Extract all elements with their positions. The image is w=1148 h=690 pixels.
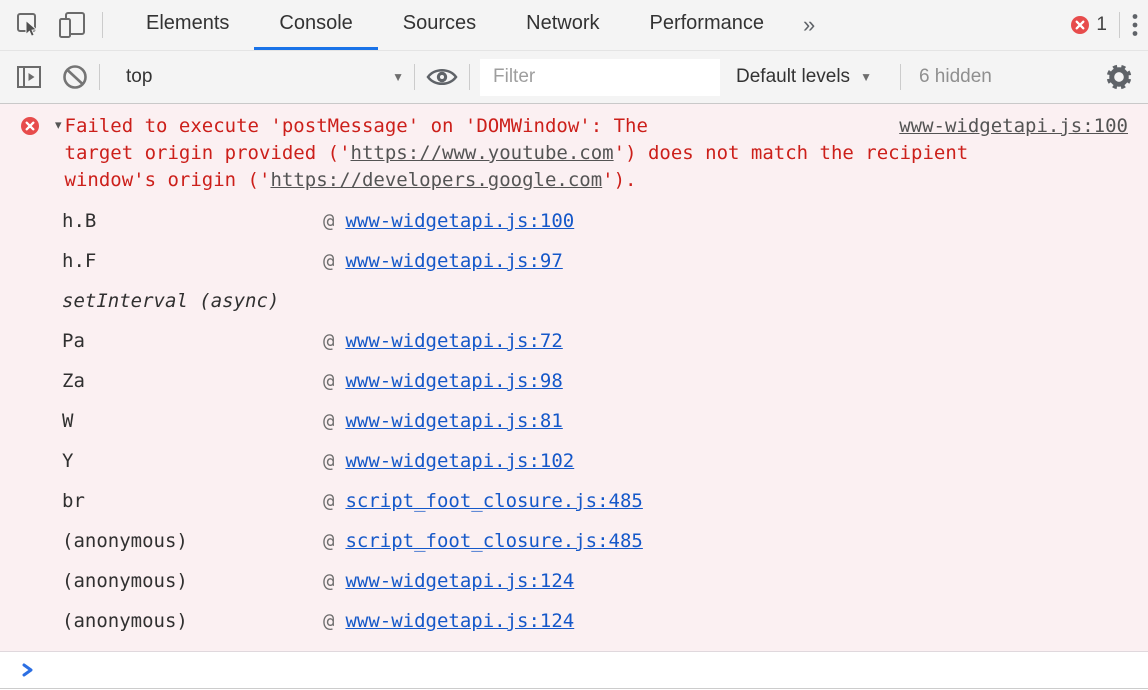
at-symbol: @ <box>323 490 335 512</box>
message-text: Failed to execute 'postMessage' on 'DOMW… <box>64 115 648 137</box>
stack-frame-function: setInterval (async) <box>62 290 280 312</box>
stack-frame: h.B @ www-widgetapi.js:100 <box>0 201 1148 241</box>
devtools-tab-bar: Elements Console Sources Network Perform… <box>0 0 1148 51</box>
url-link[interactable]: https://www.youtube.com <box>350 142 614 164</box>
levels-label: Default levels <box>736 66 851 87</box>
stack-frame-source-link[interactable]: www-widgetapi.js:124 <box>345 610 575 632</box>
tab-performance[interactable]: Performance <box>649 12 765 34</box>
error-count-badge[interactable]: 1 <box>1071 14 1107 36</box>
at-symbol: @ <box>323 370 335 392</box>
console-settings-gear-icon[interactable] <box>1104 62 1134 92</box>
stack-frame-function: h.B <box>62 210 97 232</box>
live-expression-eye-icon[interactable] <box>425 65 459 89</box>
error-source-link[interactable]: www-widgetapi.js:100 <box>899 115 1128 137</box>
chevron-down-icon: ▼ <box>392 70 404 84</box>
at-symbol: @ <box>323 450 335 472</box>
stack-frame-source-link[interactable]: www-widgetapi.js:102 <box>345 450 575 472</box>
stack-frame-source-link[interactable]: script_foot_closure.js:485 <box>345 530 643 552</box>
divider <box>469 64 470 90</box>
error-message-line: target origin provided ('https://www.you… <box>65 140 1128 167</box>
divider <box>99 64 100 90</box>
divider <box>102 12 103 38</box>
console-messages: ▾ Failed to execute 'postMessage' on 'DO… <box>0 104 1148 689</box>
stack-expander-icon[interactable]: ▾ <box>55 117 62 132</box>
error-circle-icon <box>1071 16 1090 34</box>
error-message: Failed to execute 'postMessage' on 'DOMW… <box>65 113 1128 194</box>
error-message-line: Failed to execute 'postMessage' on 'DOMW… <box>65 113 648 140</box>
stack-frame: (anonymous) @ www-widgetapi.js:124 <box>0 561 1148 601</box>
stack-frame-source-link[interactable]: www-widgetapi.js:97 <box>345 250 563 272</box>
message-text: ') does not match the recipient <box>613 142 969 164</box>
at-symbol: @ <box>323 250 335 272</box>
message-text: window's origin (' <box>64 169 271 191</box>
at-symbol: @ <box>323 610 335 632</box>
error-circle-icon <box>21 117 39 135</box>
at-symbol: @ <box>323 530 335 552</box>
divider <box>899 64 901 90</box>
at-symbol: @ <box>323 570 335 592</box>
tab-elements[interactable]: Elements <box>146 12 230 34</box>
clear-console-icon[interactable] <box>61 63 89 91</box>
log-levels-select[interactable]: Default levels ▼ <box>736 66 872 88</box>
divider <box>1119 12 1120 38</box>
kebab-menu-icon[interactable] <box>1132 13 1138 37</box>
tab-console[interactable]: Console <box>254 0 378 50</box>
message-text: '). <box>602 169 637 191</box>
at-symbol: @ <box>323 210 335 232</box>
stack-frame: (anonymous) @ www-widgetapi.js:124 <box>0 601 1148 641</box>
stack-frame-function: (anonymous) <box>62 530 188 552</box>
at-symbol: @ <box>323 330 335 352</box>
error-count-label: 1 <box>1096 14 1107 35</box>
javascript-context-select[interactable]: top ▼ <box>126 66 404 88</box>
prompt-chevron-icon <box>22 663 33 677</box>
stack-frame-function: (anonymous) <box>62 610 188 632</box>
stack-frame: W @ www-widgetapi.js:81 <box>0 401 1148 441</box>
stack-frame-source-link[interactable]: www-widgetapi.js:98 <box>345 370 563 392</box>
stack-frame: Pa @ www-widgetapi.js:72 <box>0 321 1148 361</box>
context-label: top <box>126 66 153 87</box>
at-symbol: @ <box>323 410 335 432</box>
stack-frame-source-link[interactable]: www-widgetapi.js:100 <box>345 210 575 232</box>
stack-frame: h.F @ www-widgetapi.js:97 <box>0 241 1148 281</box>
url-link[interactable]: https://developers.google.com <box>270 169 603 191</box>
stack-trace: h.B @ www-widgetapi.js:100 h.F @ www-widgetap… <box>0 194 1148 641</box>
stack-frame: Y @ www-widgetapi.js:102 <box>0 441 1148 481</box>
chevron-down-icon: ▼ <box>860 70 872 84</box>
error-message-group: ▾ Failed to execute 'postMessage' on 'DO… <box>0 104 1148 652</box>
error-message-line: window's origin ('https://developers.goo… <box>65 167 1128 194</box>
stack-frame-function: Za <box>62 370 85 392</box>
hidden-messages-label: 6 hidden <box>918 66 992 87</box>
stack-frame-source-link[interactable]: www-widgetapi.js:124 <box>345 570 575 592</box>
console-toolbar: top ▼ Default levels ▼ 6 hidden <box>0 51 1148 104</box>
console-prompt[interactable] <box>0 652 1148 689</box>
filter-input[interactable] <box>480 58 720 96</box>
stack-frame-source-link[interactable]: www-widgetapi.js:72 <box>345 330 563 352</box>
stack-frame: br @ script_foot_closure.js:485 <box>0 481 1148 521</box>
tab-sources[interactable]: Sources <box>402 12 477 34</box>
stack-frame-function: Pa <box>62 330 85 352</box>
stack-frame-function: W <box>62 410 74 432</box>
panel-tabs: Elements Console Sources Network Perform… <box>121 0 789 50</box>
console-sidebar-icon[interactable] <box>16 64 43 91</box>
stack-frame: Za @ www-widgetapi.js:98 <box>0 361 1148 401</box>
stack-frame-source-link[interactable]: www-widgetapi.js:81 <box>345 410 563 432</box>
stack-frame: setInterval (async) <box>0 281 1148 321</box>
stack-frame-function: (anonymous) <box>62 570 188 592</box>
inspect-element-icon[interactable] <box>16 12 42 39</box>
tab-network[interactable]: Network <box>526 12 600 34</box>
divider <box>414 64 415 90</box>
more-tabs-icon[interactable]: » <box>803 12 816 37</box>
stack-frame: (anonymous) @ script_foot_closure.js:485 <box>0 521 1148 561</box>
message-text: target origin provided (' <box>64 142 351 164</box>
stack-frame-function: br <box>62 490 85 512</box>
stack-frame-function: Y <box>62 450 74 472</box>
stack-frame-source-link[interactable]: script_foot_closure.js:485 <box>345 490 643 512</box>
stack-frame-function: h.F <box>62 250 97 272</box>
device-toolbar-icon[interactable] <box>58 11 88 39</box>
